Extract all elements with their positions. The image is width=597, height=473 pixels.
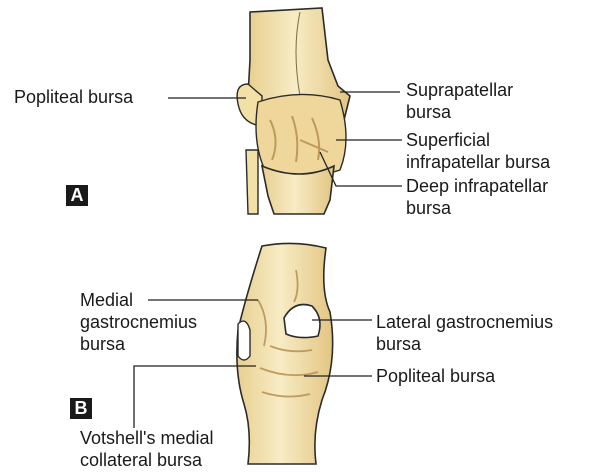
label-medial-gastro-line3: bursa	[80, 334, 125, 355]
label-lateral-gastro-line2: bursa	[376, 334, 421, 355]
label-deep-line2: bursa	[406, 198, 451, 219]
patella-region	[256, 94, 346, 176]
panel-a-knee-illustration	[237, 8, 350, 214]
panel-b-letter: B	[70, 398, 92, 419]
medial-gastrocnemius-bursa-shape	[238, 321, 250, 360]
label-suprapatellar-line1: Suprapatellar	[406, 80, 513, 101]
label-medial-gastro-line2: gastrocnemius	[80, 312, 197, 333]
label-a-popliteal-bursa: Popliteal bursa	[14, 87, 133, 108]
tibia	[262, 166, 334, 214]
label-votshell-line1: Votshell's medial	[80, 428, 214, 449]
label-medial-gastro-line1: Medial	[80, 290, 133, 311]
label-votshell-line2: collateral bursa	[80, 450, 202, 471]
label-b-popliteal-bursa: Popliteal bursa	[376, 366, 495, 387]
panel-a-letter: A	[66, 185, 88, 206]
label-suprapatellar-line2: bursa	[406, 102, 451, 123]
panel-b-knee-illustration	[237, 243, 333, 464]
fibula	[246, 150, 258, 214]
lateral-gastrocnemius-bursa-shape	[284, 305, 320, 338]
label-superficial-line1: Superficial	[406, 130, 490, 151]
label-deep-line1: Deep infrapatellar	[406, 176, 548, 197]
label-lateral-gastro-line1: Lateral gastrocnemius	[376, 312, 553, 333]
label-superficial-line2: infrapatellar bursa	[406, 152, 550, 173]
posterior-knee	[237, 243, 333, 464]
